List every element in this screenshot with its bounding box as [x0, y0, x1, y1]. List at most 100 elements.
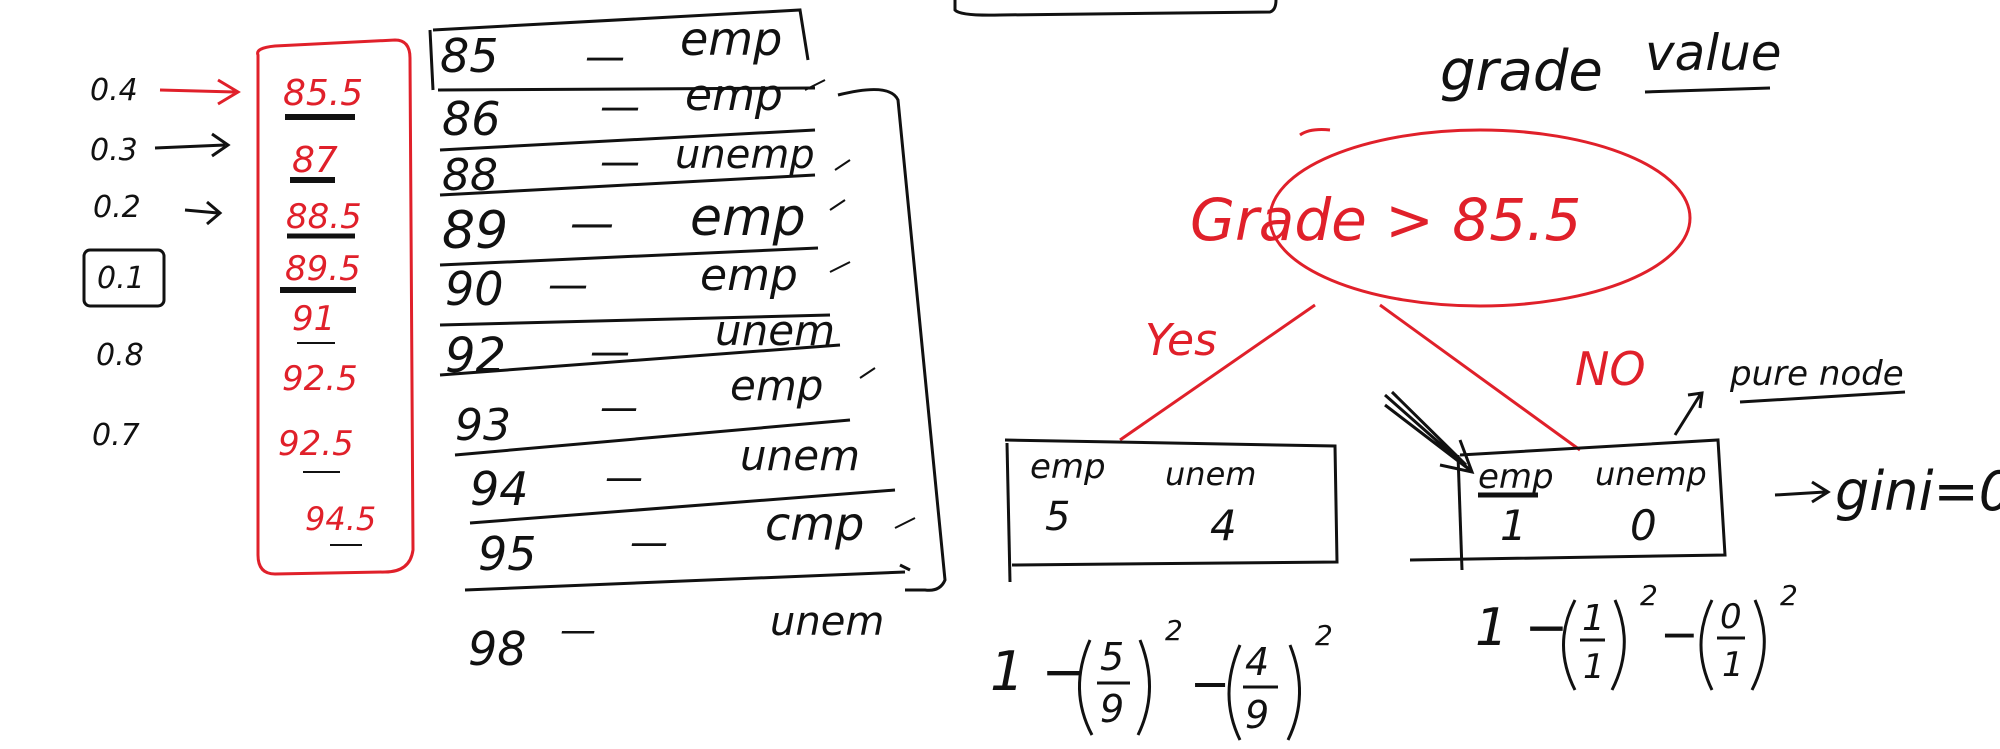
midpoint-value: 85.5: [283, 73, 363, 114]
paren-close: [1136, 639, 1152, 736]
formula-minus: −: [1190, 656, 1230, 712]
table-dash: —: [560, 610, 596, 651]
yes-label: Yes: [1145, 315, 1217, 366]
heading-grade: grade: [1440, 39, 1603, 104]
table-grade: 92: [445, 328, 506, 384]
frac-num: 1: [1582, 598, 1605, 639]
table-grade: 90: [445, 262, 504, 316]
no-branch: [1379, 303, 1581, 452]
ellipse-overlap: [1299, 128, 1331, 137]
decision-tree: Grade > 85.5 Yes NO emp unem 5 4 emp une…: [1004, 128, 2000, 583]
arrow-icon: [154, 132, 231, 158]
table-dash: —: [590, 329, 630, 375]
left-leaf-head-unemp: unem: [1165, 455, 1256, 493]
row-divider: [454, 418, 851, 457]
paren-close: [1286, 644, 1302, 741]
table-dash: —: [600, 84, 640, 130]
table-dash: —: [630, 520, 668, 564]
row-divider: [439, 173, 816, 197]
table-status: emp: [685, 70, 783, 121]
weights-column: 0.4 0.3 0.2 0.1 0.8 0.7: [82, 73, 241, 453]
frac-num: 4: [1245, 640, 1269, 684]
table-right-bracket: [837, 88, 947, 592]
frac-num: 0: [1720, 597, 1742, 637]
row-divider: [437, 86, 816, 92]
frac-den: 9: [1245, 693, 1269, 737]
weight-label: 0.2: [93, 190, 141, 225]
midpoint-value: 91: [292, 299, 335, 339]
gini-arrow-icon: [1774, 480, 1831, 504]
table-grade: 98: [468, 622, 527, 676]
midpoint-value: 94.5: [305, 500, 376, 538]
partial-top-box: [953, 0, 1278, 17]
formula-minus: −: [1660, 607, 1699, 661]
weight-label: 0.1: [97, 261, 145, 296]
left-gini-formula: 1 − 5 9 2 − 4 9 2: [990, 614, 1333, 741]
left-leaf-box: [1004, 438, 1339, 567]
weight-label: 0.3: [90, 133, 138, 168]
yes-branch: [1119, 303, 1316, 442]
table-dash: —: [600, 139, 640, 185]
pure-node-underline: [1739, 390, 1906, 404]
midpoint-value: 87: [292, 140, 338, 181]
table-status: cmp: [765, 497, 864, 551]
table-dash: —: [585, 34, 625, 80]
exponent: 2: [1165, 614, 1183, 647]
bracket-tip: [899, 563, 911, 572]
grade-status-table: 85 — emp 86 — emp 88 — unemp 89 — emp 90…: [428, 8, 947, 676]
red-arrow-icon: [159, 78, 241, 106]
gini-label: gini=0: [1835, 460, 2000, 523]
row-divider: [439, 313, 831, 327]
weight-highlight-box: [82, 248, 166, 308]
heading-value: value: [1645, 24, 1782, 82]
table-grade: 89: [442, 201, 508, 261]
table-top-border: [428, 8, 810, 91]
exponent: 2: [1780, 579, 1798, 612]
root-node-ellipse: [1268, 128, 1692, 308]
table-status: unem: [770, 599, 884, 645]
table-grade: 94: [470, 462, 529, 516]
right-leaf-box: [1409, 438, 1727, 562]
midpoints-outline: [256, 38, 415, 576]
row-divider: [439, 246, 819, 267]
table-grade: 86: [442, 92, 501, 146]
left-leaf-head-emp: emp: [1030, 447, 1106, 487]
right-gini-formula: 1 − 1 1 2 − 0 1 2: [1475, 579, 1798, 691]
table-status: emp: [700, 250, 798, 301]
frac-den: 9: [1100, 687, 1124, 731]
midpoint-value: 88.5: [286, 197, 362, 237]
table-dash: —: [600, 385, 638, 429]
right-leaf-count-unemp: 0: [1630, 501, 1657, 550]
right-leaf-edge: [1456, 454, 1464, 571]
pure-arrow-icon: [1673, 391, 1704, 436]
table-status: emp: [690, 188, 806, 248]
paren-open: [1562, 599, 1577, 691]
pointer-arrow-icon: [1384, 390, 1475, 475]
heading-underline: [1644, 86, 1771, 94]
table-status: unemp: [675, 132, 815, 178]
table-grade: 93: [455, 400, 511, 451]
table-dash: —: [548, 262, 588, 308]
table-grade: 95: [478, 527, 537, 581]
frac-num: 5: [1100, 635, 1124, 679]
midpoint-value: 92.5: [282, 359, 358, 399]
table-dash: —: [605, 455, 643, 499]
paren-close: [1610, 599, 1626, 691]
midpoint-value: 89.5: [285, 249, 361, 289]
paren-open: [1227, 644, 1242, 741]
left-leaf-count-unemp: 4: [1210, 501, 1237, 550]
table-grade: 88: [442, 150, 498, 201]
table-status: emp: [730, 361, 823, 410]
paren-open: [1699, 599, 1714, 691]
weight-label: 0.7: [92, 418, 140, 453]
right-leaf-head-unemp: unemp: [1595, 455, 1707, 493]
row-divider: [464, 570, 906, 592]
weight-label: 0.4: [90, 73, 138, 108]
paren-close: [1750, 599, 1766, 691]
midpoints-column: 85.5 87 88.5 89.5 91 92.5 92.5 94.5: [256, 38, 415, 576]
table-status: unem: [740, 431, 860, 480]
row-divider: [439, 128, 816, 152]
no-label: NO: [1575, 342, 1646, 396]
frac-den: 1: [1722, 645, 1744, 685]
